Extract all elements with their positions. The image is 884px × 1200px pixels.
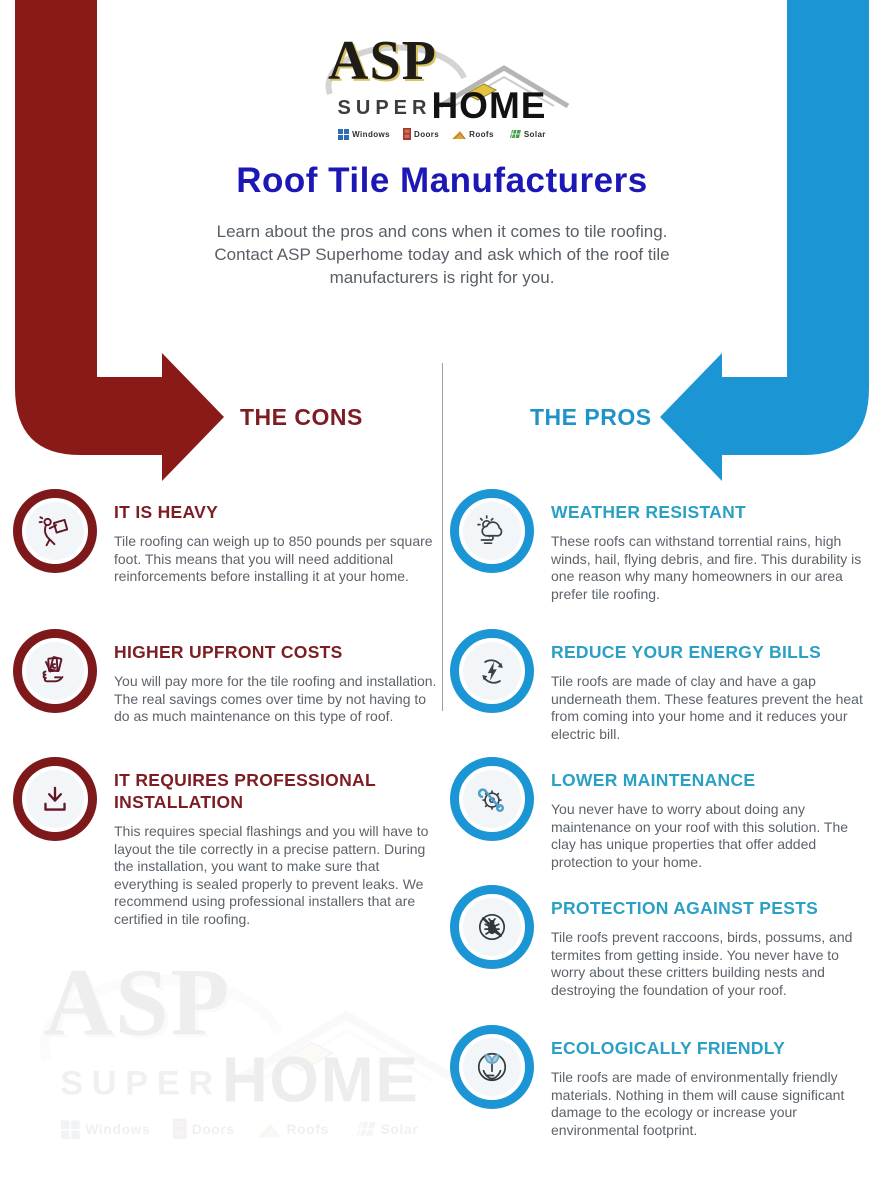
logo-category-solar: Solar (507, 128, 546, 140)
icon-ring (13, 489, 97, 573)
logo-category-label: Solar (523, 129, 546, 139)
logo-home-text: HOME (431, 85, 547, 126)
logo-asp-text: ASP (328, 30, 437, 92)
roof-graphic-icon (234, 1011, 459, 1085)
logo-category-windows: Windows (338, 128, 390, 140)
icon-ring (13, 757, 97, 841)
item-body: You will pay more for the tile roofing a… (114, 673, 437, 725)
energy-recycle-bolt-icon (463, 642, 521, 700)
solar-icon (509, 129, 521, 139)
gear-wrench-icon (463, 770, 521, 828)
icon-ring (13, 629, 97, 713)
icon-ring (450, 885, 534, 969)
pro-item-pests: PROTECTION AGAINST PESTS Tile roofs prev… (450, 885, 872, 999)
column-divider (442, 363, 443, 711)
person-carrying-heavy-box-icon (26, 502, 84, 560)
icon-ring (450, 629, 534, 713)
logo-top: ASP (320, 30, 570, 109)
download-tray-icon (26, 770, 84, 828)
doors-icon (403, 128, 412, 140)
logo-category-label: Doors (191, 1121, 235, 1137)
logo-category-label: Roofs (469, 129, 494, 139)
item-body: Tile roofs prevent raccoons, birds, poss… (551, 929, 853, 998)
item-text: ECOLOGICALLY FRIENDLY Tile roofs are mad… (551, 1025, 872, 1139)
subtitle-line: manufacturers is right for you. (329, 268, 555, 287)
pro-item-eco: ECOLOGICALLY FRIENDLY Tile roofs are mad… (450, 1025, 872, 1139)
item-title: IT IS HEAVY (114, 502, 219, 522)
item-text: REDUCE YOUR ENERGY BILLS Tile roofs are … (551, 629, 872, 743)
logo-categories: Windows Doors Roofs (30, 1118, 450, 1140)
item-text: LOWER MAINTENANCE You never have to worr… (551, 757, 872, 871)
item-text: HIGHER UPFRONT COSTS You will pay more f… (114, 629, 441, 726)
logo-category-label: Doors (414, 129, 440, 139)
logo-category-label: Windows (352, 129, 391, 139)
con-item-costs: HIGHER UPFRONT COSTS You will pay more f… (13, 629, 441, 726)
logo-category-doors: Doors (172, 1118, 235, 1140)
roof-graphic-icon (438, 65, 570, 109)
logo-home-text: HOME (221, 1044, 420, 1116)
subtitle-line: Learn about the pros and cons when it co… (216, 222, 668, 241)
item-body: This requires special flashings and you … (114, 823, 429, 927)
pros-section-label: THE PROS (530, 404, 652, 430)
icon-ring (450, 757, 534, 841)
logo-categories: Windows Doors Roofs (320, 128, 564, 140)
logo-category-label: Roofs (286, 1121, 329, 1137)
logo-arc-swoosh (325, 44, 467, 96)
item-title: ECOLOGICALLY FRIENDLY (551, 1038, 786, 1058)
item-body: Tile roofs are made of environmentally f… (551, 1069, 845, 1138)
solar-icon (356, 1121, 376, 1136)
roofs-icon (257, 1122, 282, 1138)
logo-category-doors: Doors (403, 128, 439, 140)
windows-icon (61, 1119, 81, 1139)
item-title: IT REQUIRES PROFESSIONAL INSTALLATION (114, 770, 376, 812)
item-body: Tile roofs are made of clay and have a g… (551, 673, 863, 742)
doors-icon (172, 1118, 187, 1140)
logo-top: ASP (30, 950, 459, 1085)
con-item-installation: IT REQUIRES PROFESSIONAL INSTALLATION Th… (13, 757, 441, 929)
logo-category-windows: Windows (61, 1119, 150, 1140)
logo-super-text: SUPER (337, 97, 432, 119)
item-text: IT IS HEAVY Tile roofing can weigh up to… (114, 489, 441, 586)
item-text: WEATHER RESISTANT These roofs can withst… (551, 489, 872, 603)
pro-item-maintenance: LOWER MAINTENANCE You never have to worr… (450, 757, 872, 871)
cons-section-label: THE CONS (240, 404, 363, 430)
logo-category-roofs: Roofs (452, 128, 494, 140)
item-body: Tile roofing can weigh up to 850 pounds … (114, 533, 433, 585)
item-title: PROTECTION AGAINST PESTS (551, 898, 819, 918)
icon-ring (450, 1025, 534, 1109)
logo-category-label: Windows (85, 1121, 151, 1137)
item-body: You never have to worry about doing any … (551, 801, 849, 870)
item-text: IT REQUIRES PROFESSIONAL INSTALLATION Th… (114, 757, 441, 929)
item-title: LOWER MAINTENANCE (551, 770, 756, 790)
page-title: Roof Tile Manufacturers (236, 161, 648, 200)
logo-category-label: Solar (380, 1121, 419, 1137)
item-title: REDUCE YOUR ENERGY BILLS (551, 642, 822, 662)
icon-ring (450, 489, 534, 573)
item-title: WEATHER RESISTANT (551, 502, 747, 522)
hand-holding-plant-icon (463, 1038, 521, 1096)
logo-arc-swoosh (39, 974, 283, 1062)
pro-item-weather: WEATHER RESISTANT These roofs can withst… (450, 489, 872, 603)
roofs-icon (452, 130, 467, 139)
hand-holding-money-icon (26, 642, 84, 700)
logo-super-text: SUPER (60, 1065, 222, 1104)
logo-category-solar: Solar (351, 1119, 418, 1140)
item-text: PROTECTION AGAINST PESTS Tile roofs prev… (551, 885, 872, 999)
logo-category-roofs: Roofs (257, 1119, 329, 1140)
sun-cloud-wind-icon (463, 502, 521, 560)
subtitle-line: Contact ASP Superhome today and ask whic… (214, 245, 670, 264)
windows-icon (338, 128, 350, 140)
pro-item-energy: REDUCE YOUR ENERGY BILLS Tile roofs are … (450, 629, 872, 743)
con-item-heavy: IT IS HEAVY Tile roofing can weigh up to… (13, 489, 441, 586)
item-body: These roofs can withstand torrential rai… (551, 533, 862, 602)
page-subtitle: Learn about the pros and cons when it co… (162, 220, 722, 289)
item-title: HIGHER UPFRONT COSTS (114, 642, 343, 662)
logo-asp-text: ASP (43, 950, 231, 1057)
no-pests-icon (463, 898, 521, 956)
